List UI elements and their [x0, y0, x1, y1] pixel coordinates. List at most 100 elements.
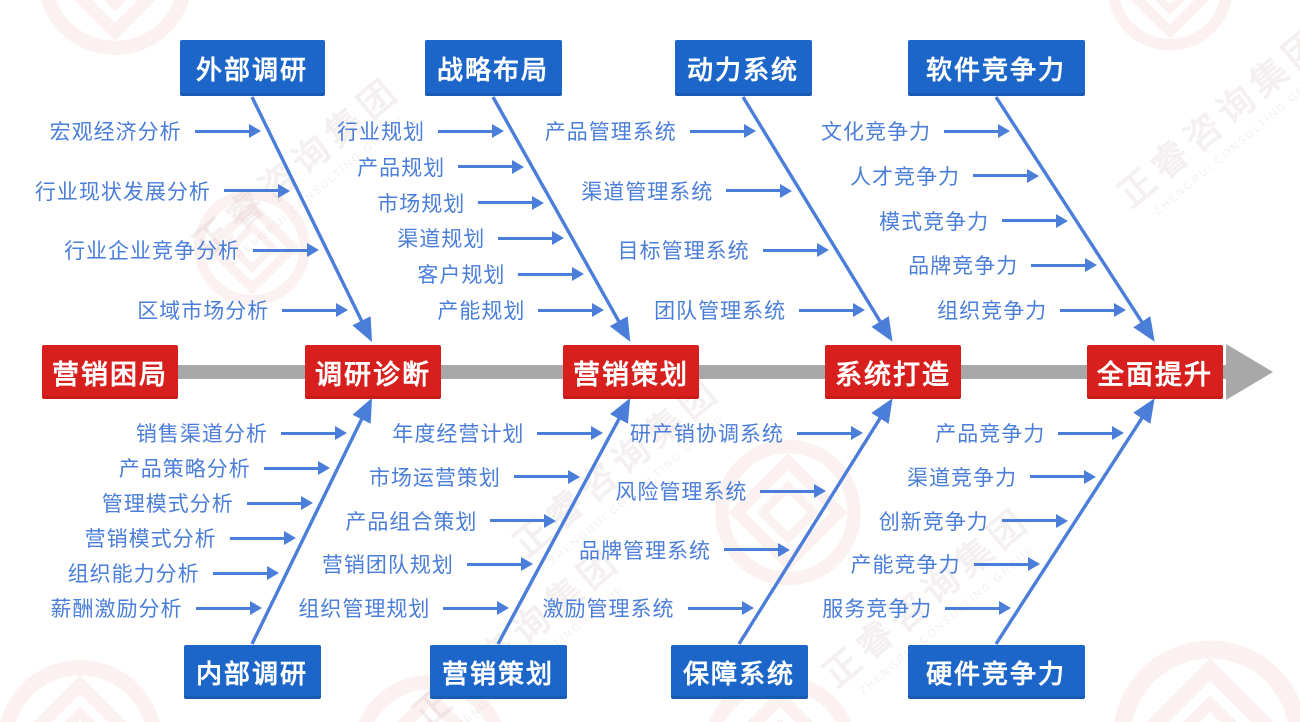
factor-label: 管理模式分析: [101, 493, 234, 516]
factor-label-row: 产能规划: [437, 295, 604, 325]
factor-label-row: 创新竞争力: [879, 506, 1068, 536]
factor-label: 人才竞争力: [850, 165, 961, 189]
factor-label: 行业规划: [337, 121, 426, 144]
right-arrow-icon: [944, 129, 999, 133]
factor-label: 模式竞争力: [879, 210, 990, 234]
right-arrow-icon: [229, 536, 284, 540]
right-arrow-icon: [1001, 519, 1056, 522]
factor-label: 团队管理系统: [654, 300, 787, 323]
factor-label-row: 风险管理系统: [615, 476, 826, 506]
factor-label-row: 产品管理系统: [545, 116, 756, 146]
factor-label-row: 服务竞争力: [822, 593, 1011, 623]
right-arrow-icon: [280, 431, 335, 435]
rib-arrow-icon: [250, 397, 372, 645]
factor-label: 组织竞争力: [937, 300, 1048, 323]
factor-label-row: 营销模式分析: [85, 523, 296, 553]
right-arrow-icon: [513, 475, 568, 479]
factor-label: 营销模式分析: [84, 528, 217, 551]
factor-label: 薪酬激励分析: [50, 598, 183, 621]
factor-label-row: 品牌竞争力: [908, 250, 1097, 280]
right-arrow-icon: [458, 165, 513, 169]
category-box-strategic-layout: 战略布局: [424, 40, 562, 96]
spine-stage-box-marketing-dilemma: 营销困局: [42, 345, 178, 399]
right-arrow-icon: [945, 606, 1000, 610]
right-arrow-icon: [796, 431, 851, 435]
factor-label: 产品竞争力: [935, 423, 1046, 446]
factor-label-row: 组织管理规划: [298, 593, 509, 623]
right-arrow-icon: [478, 201, 533, 205]
factor-label: 品牌竞争力: [908, 255, 1019, 279]
spine-stage-box-system-building: 系统打造: [825, 345, 961, 399]
right-arrow-icon: [253, 248, 308, 252]
right-arrow-icon: [223, 189, 278, 193]
factor-label: 研产销协调系统: [629, 423, 784, 446]
right-arrow-icon: [762, 248, 817, 252]
factor-label: 产品规划: [357, 156, 446, 180]
factor-label: 产品组合策划: [345, 510, 478, 534]
factor-label-row: 客户规划: [417, 259, 584, 289]
factor-label-row: 文化竞争力: [821, 116, 1010, 146]
factor-label-row: 组织能力分析: [68, 558, 279, 588]
spine-stage-box-marketing-planning: 营销策划: [563, 345, 699, 399]
right-arrow-icon: [1060, 308, 1115, 312]
rib-lines: [250, 96, 1155, 645]
rib-arrow-icon: [491, 96, 631, 342]
category-box-internal-research: 内部调研: [183, 645, 321, 699]
factor-label-row: 销售渠道分析: [136, 418, 347, 448]
right-arrow-icon: [538, 308, 593, 312]
right-arrow-icon: [246, 501, 301, 505]
rib-arrow-icon: [994, 96, 1155, 342]
right-arrow-icon: [1058, 431, 1113, 435]
right-arrow-icon: [194, 129, 249, 133]
factor-label: 客户规划: [417, 264, 506, 288]
right-arrow-icon: [689, 129, 744, 133]
factor-label-row: 行业现状发展分析: [35, 176, 290, 206]
factor-label-row: 渠道竞争力: [907, 462, 1096, 492]
factor-label-row: 行业规划: [337, 116, 504, 146]
right-arrow-icon: [687, 606, 742, 610]
right-arrow-icon: [973, 174, 1028, 178]
right-arrow-icon: [263, 466, 318, 470]
factor-label: 行业企业竞争分析: [64, 240, 241, 264]
factor-label-row: 渠道规划: [397, 223, 564, 253]
factor-label: 市场规划: [377, 192, 466, 216]
factor-label-row: 渠道管理系统: [581, 176, 792, 206]
category-box-marketing-planning: 营销策划: [429, 645, 567, 699]
factor-label-row: 模式竞争力: [879, 206, 1068, 236]
factor-label-row: 产品竞争力: [935, 418, 1124, 448]
rib-arrow-icon: [737, 398, 893, 645]
right-arrow-icon: [443, 606, 498, 610]
factor-label: 服务竞争力: [822, 598, 933, 621]
factor-label-row: 年度经营计划: [392, 418, 603, 448]
right-arrow-icon: [212, 571, 267, 575]
spine-stage-box-overall-improvement: 全面提升: [1087, 345, 1223, 399]
right-arrow-icon: [726, 189, 781, 193]
factor-label-row: 市场运营策划: [369, 462, 580, 492]
factor-label-row: 市场规划: [377, 188, 544, 218]
factor-label-row: 目标管理系统: [618, 235, 829, 265]
spine-arrowhead-icon: [1226, 344, 1273, 400]
factor-label-row: 品牌管理系统: [579, 535, 790, 565]
right-arrow-icon: [466, 562, 521, 566]
factor-label: 激励管理系统: [542, 598, 675, 621]
right-arrow-icon: [1031, 263, 1086, 267]
right-arrow-icon: [537, 431, 592, 435]
factor-label: 风险管理系统: [615, 481, 748, 505]
factor-label-row: 激励管理系统: [543, 593, 754, 623]
factor-label: 区域市场分析: [137, 300, 270, 323]
right-arrow-icon: [438, 129, 493, 133]
category-box-support-system: 保障系统: [670, 645, 808, 699]
rib-arrow-icon: [250, 96, 372, 343]
right-arrow-icon: [1002, 219, 1057, 222]
right-arrow-icon: [973, 562, 1028, 566]
factor-label-row: 产品组合策划: [345, 506, 556, 536]
factor-label: 渠道规划: [397, 228, 486, 252]
factor-label-row: 营销团队规划: [322, 549, 533, 579]
right-arrow-icon: [799, 308, 854, 312]
category-box-external-research: 外部调研: [179, 40, 325, 96]
right-arrow-icon: [723, 548, 778, 552]
right-arrow-icon: [518, 272, 573, 276]
factor-label-row: 人才竞争力: [850, 161, 1039, 191]
factor-label: 产品策略分析: [118, 458, 251, 481]
right-arrow-icon: [498, 236, 553, 240]
